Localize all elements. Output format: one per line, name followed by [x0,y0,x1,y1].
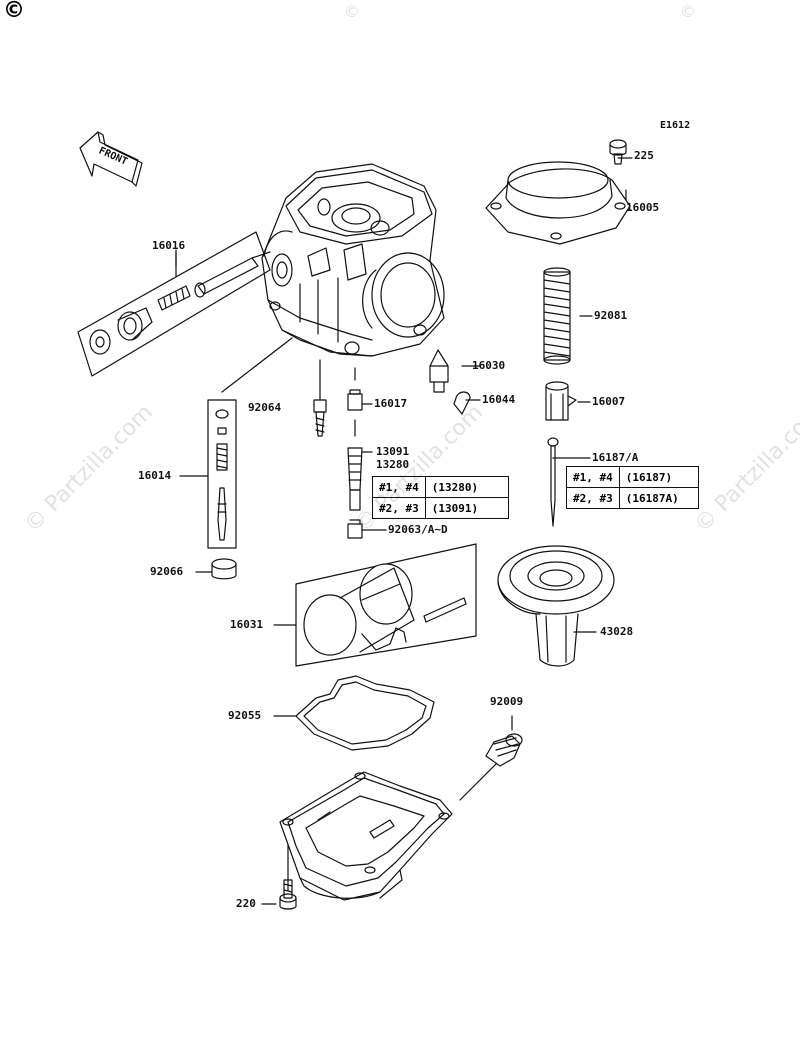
part-cell: (13280) [424,476,509,498]
part-label-92064[interactable]: 92064 [248,401,282,414]
piston-spring [543,267,571,365]
part-label-92009[interactable]: 92009 [490,695,524,708]
top-cover [485,161,631,245]
carburetor-body [261,163,445,357]
jet-needle [547,437,559,527]
vacuum-diaphragm [497,545,615,667]
part-label-16017[interactable]: 16017 [374,397,408,410]
part-cell: (13091) [424,497,509,519]
needle-holder [545,381,577,421]
watermark-mark: © [344,2,360,21]
cylinder-cell: #1, #4 [372,476,426,498]
table-row: #2, #3 (16187A) [566,487,699,509]
main-jet [347,519,363,539]
cap-screw [609,139,627,165]
pilot-jet-group [215,409,229,541]
plug-cap [211,558,237,580]
float-valve [429,349,449,393]
bowl-screw [279,879,297,910]
part-label-16016[interactable]: 16016 [152,239,186,252]
table-row: #1, #4 (13280) [372,476,509,498]
float-assembly [295,543,477,667]
part-label-92066[interactable]: 92066 [150,565,184,578]
part-label-92081[interactable]: 92081 [594,309,628,322]
valve-clip [453,391,471,415]
part-label-16187a[interactable]: 16187/A [592,451,639,464]
table-row: #2, #3 (13091) [372,497,509,519]
watermark-mark: © [680,2,696,21]
pilot-screw-assembly [77,231,271,377]
cylinder-cell: #2, #3 [566,487,620,509]
front-arrow-icon: FRONT [79,131,143,187]
part-cell: (16187) [618,466,699,488]
part-label-16005[interactable]: 16005 [626,201,660,214]
part-cell: (16187A) [618,487,699,509]
part-label-92055[interactable]: 92055 [228,709,262,722]
jet-holder [347,389,363,411]
float-bowl-gasket [295,675,435,751]
diagram-code: E1612 [660,120,691,131]
main-jet-tube [347,447,363,511]
table-row: #1, #4 (16187) [566,466,699,488]
part-label-16014[interactable]: 16014 [138,469,172,482]
part-label-16030[interactable]: 16030 [472,359,506,372]
part-label-43028[interactable]: 43028 [600,625,634,638]
drain-screw [485,733,523,767]
needle-variant-table: #1, #4 (16187) #2, #3 (16187A) [566,466,699,509]
part-label-225[interactable]: 225 [634,149,654,162]
part-label-16007[interactable]: 16007 [592,395,626,408]
part-label-16044[interactable]: 16044 [482,393,516,406]
part-label-92063[interactable]: 92063/A~D [388,523,448,536]
cylinder-cell: #1, #4 [566,466,620,488]
part-label-13280[interactable]: 13280 [376,458,410,471]
part-label-13091[interactable]: 13091 [376,445,410,458]
float-bowl [279,771,453,901]
part-label-220[interactable]: 220 [236,897,256,910]
copyright-mark: © [3,0,25,23]
part-label-16031[interactable]: 16031 [230,618,264,631]
cylinder-cell: #2, #3 [372,497,426,519]
pilot-screw [313,399,327,437]
main-jet-variant-table: #1, #4 (13280) #2, #3 (13091) [372,476,509,519]
